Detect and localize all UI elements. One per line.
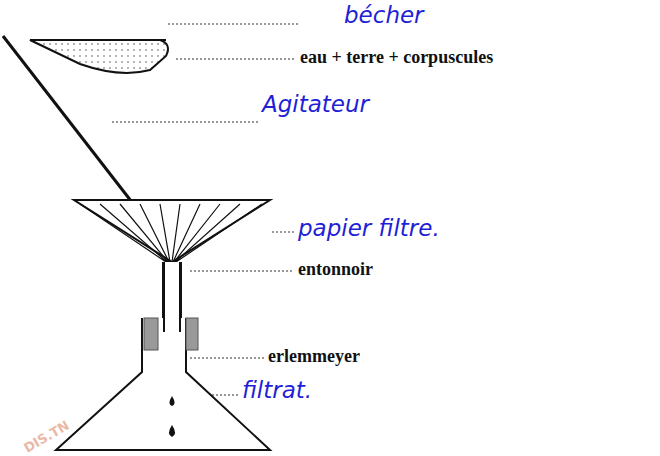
part-label: eau + terre + corpuscules [300, 48, 493, 68]
part-label: entonnoir [298, 260, 373, 280]
part-label: filtrat. [242, 378, 312, 403]
part-label: erlemmeyer [268, 347, 360, 367]
funnel [74, 200, 270, 332]
beaker [30, 40, 168, 73]
part-label: Agitateur [262, 92, 369, 117]
part-label: bécher [344, 3, 424, 28]
erlenmeyer-flask [56, 262, 270, 450]
part-label: papier filtre. [298, 216, 440, 241]
